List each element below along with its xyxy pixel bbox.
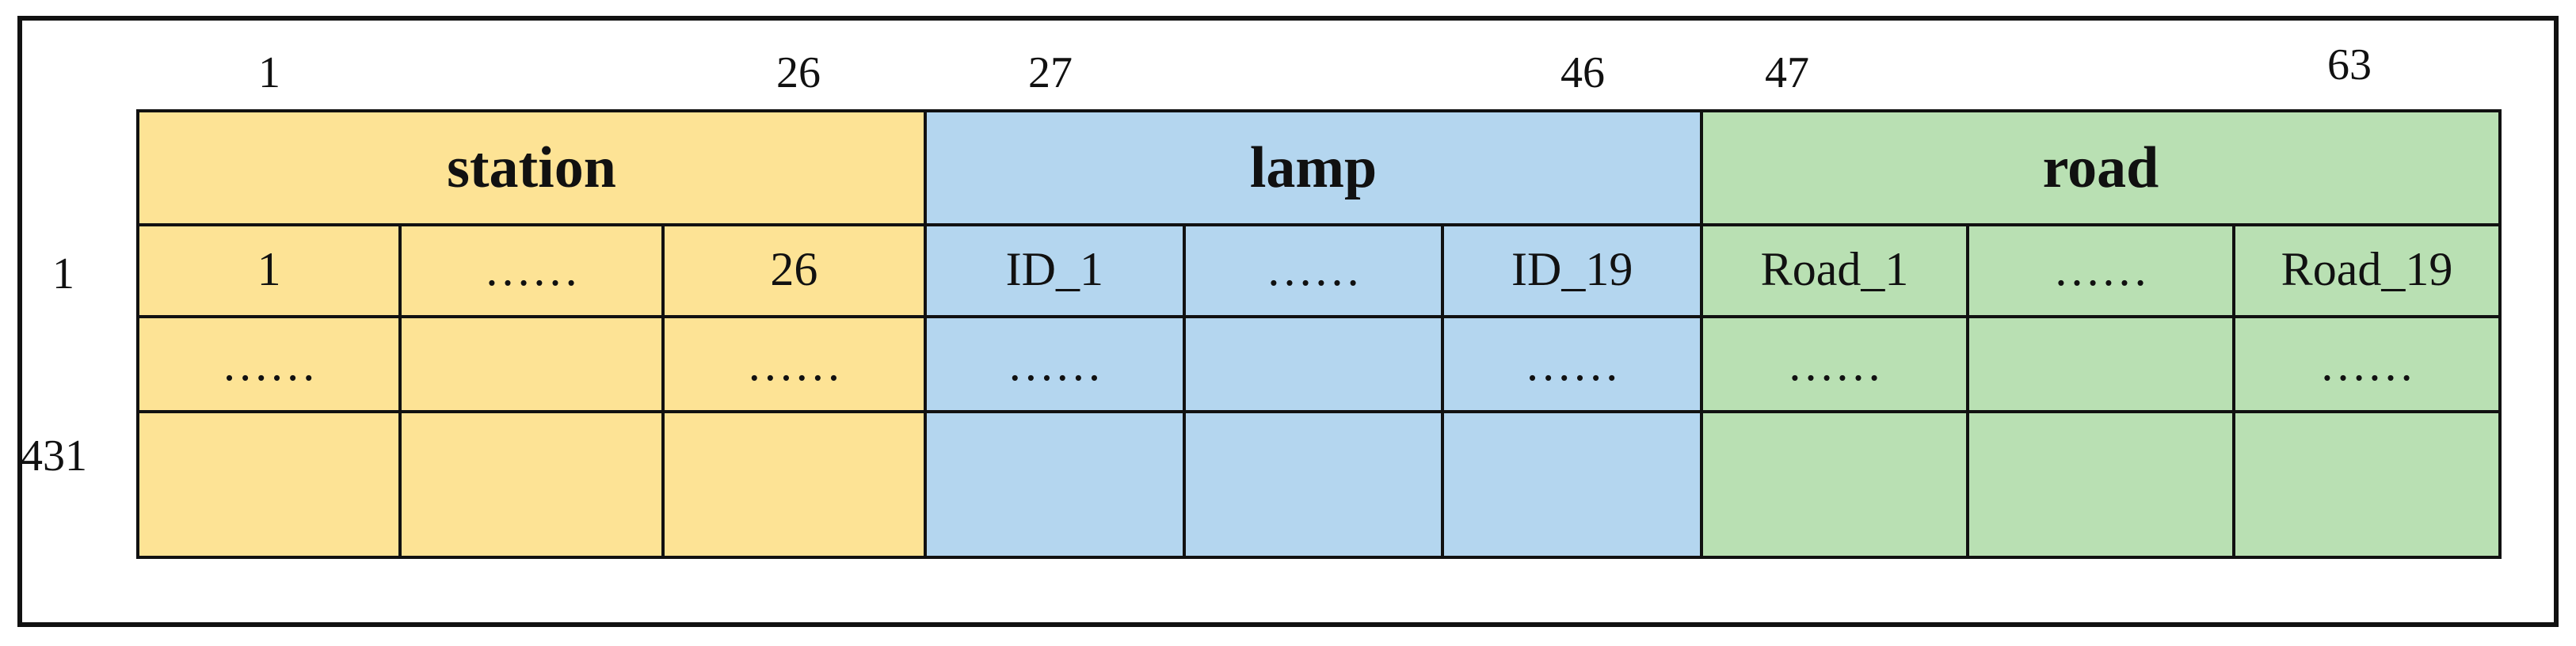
lamp-cell: ID_1 xyxy=(927,223,1186,315)
station-cell xyxy=(402,318,665,410)
station-cell xyxy=(402,413,665,556)
row-index-start: 1 xyxy=(52,249,74,298)
road-cell xyxy=(1969,413,2235,556)
station-cell: 26 xyxy=(770,242,818,295)
station-cell: 1 xyxy=(139,223,402,315)
station-block: station 1 …… 26 …… …… xyxy=(136,109,927,559)
road-header: road xyxy=(1703,112,2498,226)
lamp-row-first: ID_1 …… ID_19 xyxy=(927,223,1700,318)
station-cell xyxy=(665,413,924,556)
col-index-start-station: 1 xyxy=(258,48,280,97)
col-index-end-road: 63 xyxy=(2327,40,2372,89)
figure-frame xyxy=(17,16,2559,627)
station-cell xyxy=(139,413,402,556)
station-row-last xyxy=(139,413,924,556)
station-row-first: 1 …… 26 xyxy=(139,223,924,318)
station-row-ellipsis: …… …… xyxy=(139,318,924,413)
station-cell: …… xyxy=(746,337,842,390)
lamp-header: lamp xyxy=(927,112,1700,226)
road-cell: Road_19 xyxy=(2281,242,2453,295)
road-cell: …… xyxy=(1703,318,1969,410)
col-index-end-station: 26 xyxy=(776,48,821,97)
lamp-cell: …… xyxy=(1186,223,1445,315)
lamp-block: lamp ID_1 …… ID_19 …… …… xyxy=(924,109,1703,559)
lamp-cell xyxy=(1186,318,1445,410)
lamp-cell: …… xyxy=(1524,337,1620,390)
lamp-cell: ID_19 xyxy=(1511,242,1633,295)
road-block: road Road_1 …… Road_19 …… …… xyxy=(1700,109,2502,559)
road-row-first: Road_1 …… Road_19 xyxy=(1703,223,2498,318)
road-cell xyxy=(1703,413,1969,556)
lamp-cell: …… xyxy=(927,318,1186,410)
lamp-row-ellipsis: …… …… xyxy=(927,318,1700,413)
lamp-row-last xyxy=(927,413,1700,556)
road-cell: Road_1 xyxy=(1703,223,1969,315)
road-cell xyxy=(1969,318,2235,410)
road-row-last xyxy=(1703,413,2498,556)
station-header: station xyxy=(139,112,924,226)
lamp-cell xyxy=(1444,413,1700,556)
station-cell: …… xyxy=(402,223,665,315)
col-index-start-road: 47 xyxy=(1765,48,1809,97)
row-index-end: 431 xyxy=(21,431,87,481)
station-cell: …… xyxy=(139,318,402,410)
col-index-end-lamp: 46 xyxy=(1560,48,1605,97)
road-row-ellipsis: …… …… xyxy=(1703,318,2498,413)
road-cell xyxy=(2235,413,2498,556)
col-index-start-lamp: 27 xyxy=(1028,48,1073,97)
lamp-cell xyxy=(927,413,1186,556)
road-cell: …… xyxy=(2319,337,2414,390)
road-cell: …… xyxy=(1969,223,2235,315)
lamp-cell xyxy=(1186,413,1445,556)
